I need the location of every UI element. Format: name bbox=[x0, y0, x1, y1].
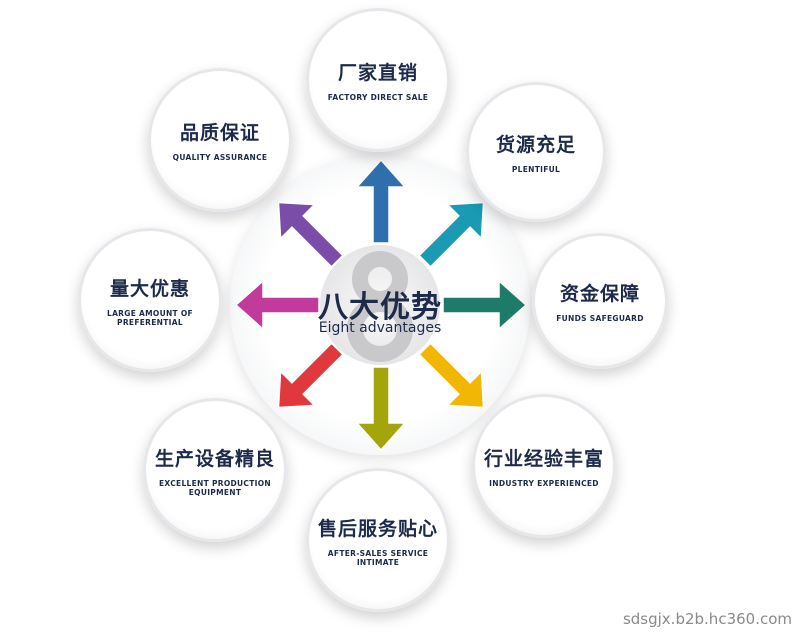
advantage-en: FACTORY DIRECT SALE bbox=[327, 93, 429, 102]
advantage-cn: 品质保证 bbox=[179, 122, 260, 144]
arrow-3 bbox=[418, 342, 485, 409]
advantage-en: FUNDS SAFEGUARD bbox=[556, 314, 644, 323]
advantage-cn: 厂家直销 bbox=[337, 62, 418, 84]
arrow-4 bbox=[355, 366, 407, 452]
advantage-en: PLENTIFUL bbox=[511, 165, 561, 174]
advantage-en: LARGE AMOUNT OF PREFERENTIAL bbox=[107, 308, 193, 327]
advantage-cn: 生产设备精良 bbox=[154, 447, 275, 470]
arrow-shape bbox=[355, 158, 407, 244]
advantage-en: QUALITY ASSURANCE bbox=[172, 153, 268, 162]
center-title: 八大优势 bbox=[318, 290, 442, 325]
arrow-shape bbox=[418, 342, 485, 409]
advantage-en: INDUSTRY EXPERIENCED bbox=[489, 479, 599, 488]
advantage-cn: 行业经验丰富 bbox=[483, 448, 604, 470]
arrow-shape bbox=[355, 366, 407, 452]
advantage-factory-direct: 厂家直销 FACTORY DIRECT SALE bbox=[306, 8, 450, 152]
advantage-cn: 量大优惠 bbox=[109, 277, 190, 300]
advantage-equipment: 生产设备精良 EXCELLENT PRODUCTION EQUIPMENT bbox=[143, 398, 287, 542]
watermark: sdsgjx.b2b.hc360.com bbox=[622, 610, 792, 628]
advantage-funds: 资金保障 FUNDS SAFEGUARD bbox=[532, 233, 668, 369]
advantage-plentiful: 货源充足 PLENTIFUL bbox=[466, 82, 606, 222]
advantage-after-sales: 售后服务贴心 AFTER-SALES SERVICE INTIMATE bbox=[306, 468, 450, 612]
advantage-cn: 资金保障 bbox=[559, 283, 640, 305]
advantage-quality: 品质保证 QUALITY ASSURANCE bbox=[148, 68, 292, 212]
center-subtitle: Eight advantages bbox=[318, 320, 442, 336]
eight-lower-loop bbox=[347, 296, 413, 362]
arrow-shape bbox=[277, 342, 344, 409]
arrow-6 bbox=[234, 279, 320, 331]
arrow-5 bbox=[277, 342, 344, 409]
arrow-2 bbox=[442, 279, 528, 331]
arrow-shape bbox=[418, 201, 485, 268]
arrow-1 bbox=[418, 201, 485, 268]
arrow-shape bbox=[277, 201, 344, 268]
advantage-large-amount: 量大优惠 LARGE AMOUNT OF PREFERENTIAL bbox=[78, 228, 222, 372]
advantage-industry: 行业经验丰富 INDUSTRY EXPERIENCED bbox=[472, 394, 616, 538]
arrow-0 bbox=[355, 158, 407, 244]
advantage-en: AFTER-SALES SERVICE INTIMATE bbox=[327, 548, 429, 567]
number-eight-graphic bbox=[347, 251, 413, 362]
arrow-shape bbox=[234, 279, 320, 331]
advantage-cn: 售后服务贴心 bbox=[317, 517, 438, 540]
advantage-en: EXCELLENT PRODUCTION EQUIPMENT bbox=[159, 478, 271, 497]
arrow-7 bbox=[277, 201, 344, 268]
arrow-shape bbox=[442, 279, 528, 331]
advantage-cn: 货源充足 bbox=[495, 134, 576, 156]
